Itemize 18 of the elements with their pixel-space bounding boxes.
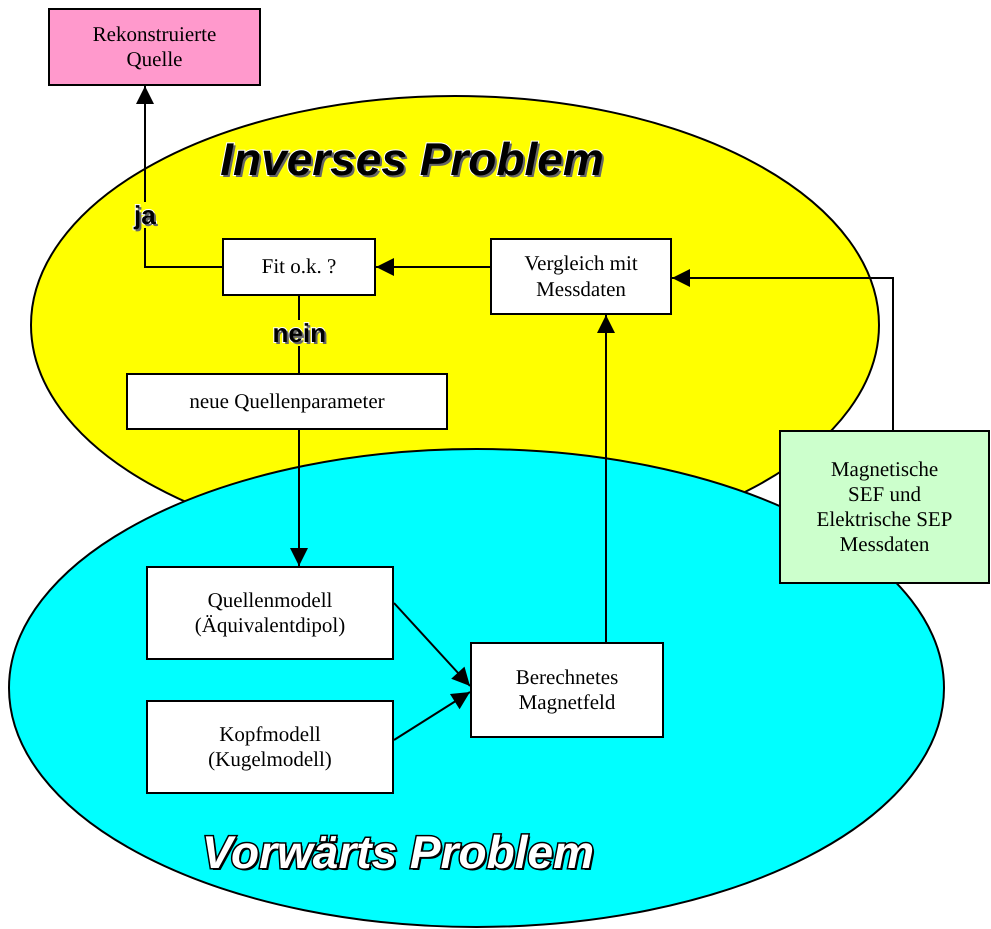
ellipse-title: Vorwärts Problem [202, 825, 594, 879]
arrow [393, 602, 471, 687]
process-box: Vergleich mit Messdaten [490, 238, 672, 315]
process-box: Kopfmodell (Kugelmodell) [146, 700, 394, 794]
result-box: Rekonstruierte Quelle [48, 8, 261, 86]
arrow [597, 315, 615, 642]
process-box: Berechnetes Magnetfeld [470, 642, 664, 738]
arrow [672, 269, 894, 430]
data-box: Magnetische SEF und Elektrische SEP Messdaten [779, 430, 990, 584]
edge-label: nein [272, 320, 327, 346]
arrow [393, 691, 471, 741]
process-box: Quellenmodell (Äquivalentdipol) [146, 566, 394, 660]
arrow [376, 258, 490, 276]
decision-box: Fit o.k. ? [222, 238, 376, 296]
ellipse-title: Inverses Problem [220, 132, 604, 186]
arrow [136, 86, 222, 268]
arrow [290, 430, 308, 566]
process-box: neue Quellenparameter [126, 373, 448, 430]
